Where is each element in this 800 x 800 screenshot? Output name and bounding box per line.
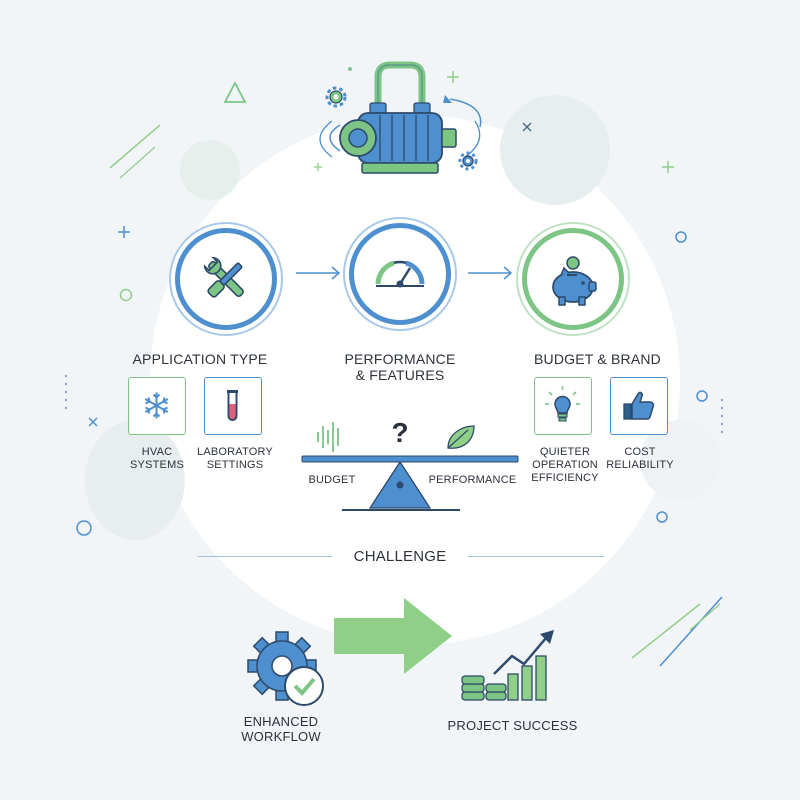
line-decoration [659, 596, 723, 667]
wrench-screwdriver-icon [203, 256, 244, 298]
plus-decoration [447, 71, 459, 83]
step-title-budget: BUDGET & BRAND [533, 351, 661, 367]
hvac-label: HVAC SYSTEMS [130, 446, 184, 471]
lightbulb-icon [545, 386, 580, 422]
piggy-bank-icon [552, 256, 597, 306]
performance-label: PERFORMANCE [428, 474, 517, 486]
circle-decoration [656, 511, 668, 523]
step-title-performance: PERFORMANCE & FEATURES [344, 351, 456, 383]
pump-icon [314, 61, 482, 174]
coin-stack-icon [461, 675, 507, 701]
divider-line [198, 556, 332, 557]
line-decoration [119, 146, 156, 179]
step-title-application: APPLICATION TYPE [132, 351, 268, 367]
cost-box [610, 377, 668, 435]
circle-decoration [76, 520, 92, 536]
triangle-decoration [223, 81, 247, 103]
hvac-box [128, 377, 186, 435]
gear-check-icon [247, 631, 324, 706]
big-arrow-icon [334, 598, 452, 674]
line-decoration [109, 124, 161, 169]
thumbs-up-icon [623, 391, 655, 420]
quieter-label: QUIETER OPERATION EFFICIENCY [531, 446, 599, 484]
background-blob [85, 420, 185, 540]
test-tube-icon [227, 390, 238, 421]
growth-chart-icon [461, 630, 554, 701]
budget-label: BUDGET [308, 474, 356, 486]
x-decoration [88, 417, 98, 427]
challenge-label: CHALLENGE [353, 548, 447, 565]
laboratory-box [204, 377, 262, 435]
project-success-label: PROJECT SUCCESS [447, 718, 578, 733]
circle-decoration [675, 231, 687, 243]
line-decoration [689, 603, 721, 631]
plus-decoration [662, 161, 674, 173]
enhanced-workflow-label: ENHANCED WORKFLOW [241, 714, 321, 744]
laboratory-label: LABORATORY SETTINGS [197, 446, 273, 471]
arrow-right-icon [296, 266, 341, 280]
line-decoration [631, 603, 701, 659]
balance-scale-icon [301, 422, 519, 511]
step-ring-performance [349, 223, 451, 325]
quieter-box [534, 377, 592, 435]
circle-decoration [696, 390, 708, 402]
divider-line [468, 556, 604, 557]
plus-decoration [118, 226, 130, 238]
background-blob [500, 95, 610, 205]
circle-decoration [119, 288, 133, 302]
dots-decoration [64, 374, 724, 434]
background-blob [180, 140, 240, 200]
snowflake-icon [144, 392, 169, 419]
arrow-right-icon [468, 266, 513, 280]
step-ring-application [175, 228, 277, 330]
x-decoration [522, 122, 532, 132]
leaf-icon [447, 425, 475, 449]
gauge-icon [375, 260, 425, 288]
question-mark: ? [391, 417, 409, 448]
cost-label: COST RELIABILITY [606, 446, 674, 471]
step-ring-budget [522, 228, 624, 330]
